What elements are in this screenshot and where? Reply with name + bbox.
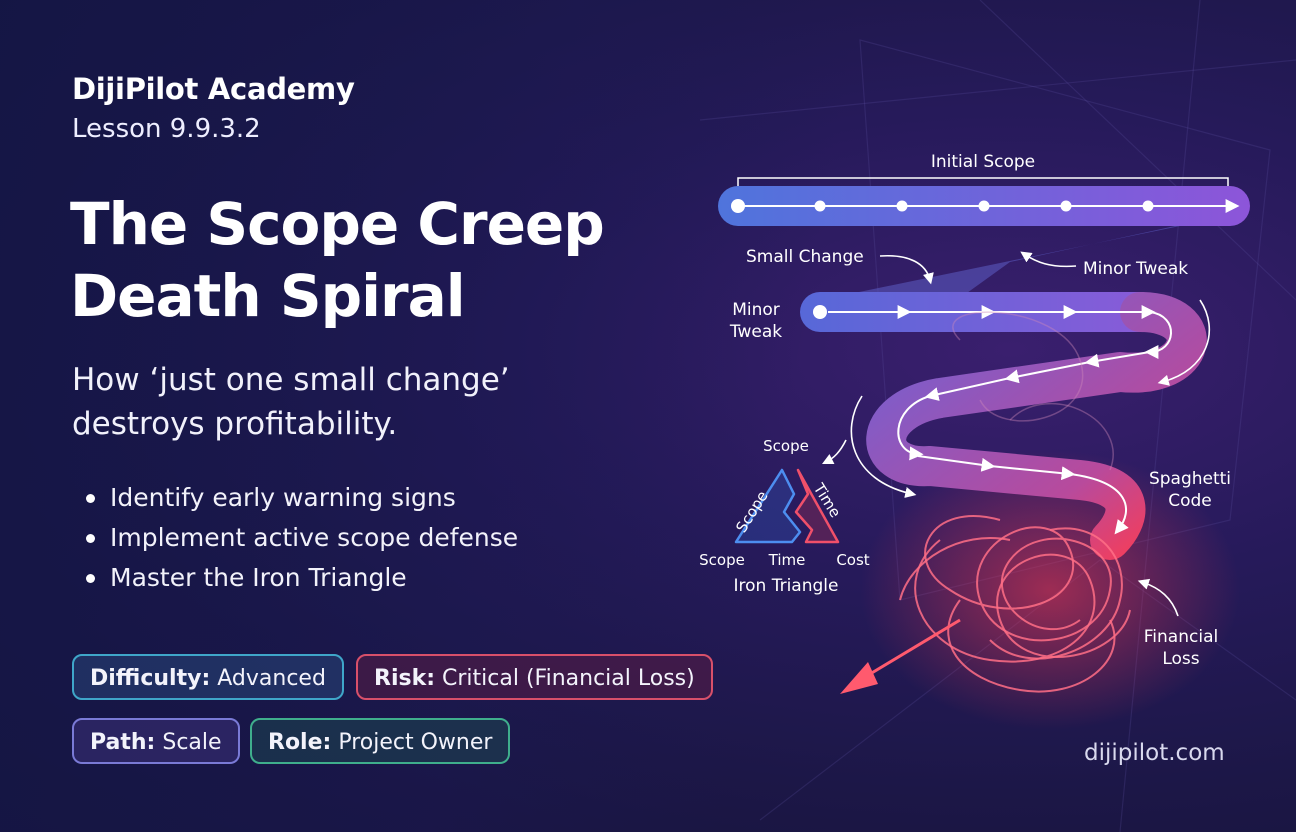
loss-arrowhead	[840, 662, 878, 694]
faint-loops	[952, 311, 1114, 471]
danger-glow	[860, 450, 1240, 730]
objective-item: Master the Iron Triangle	[84, 558, 518, 598]
lesson-number: Lesson 9.9.3.2	[72, 114, 261, 144]
badge-key: Difficulty:	[90, 666, 211, 691]
objective-item: Identify early warning signs	[84, 478, 518, 518]
difficulty-badge: Difficulty: Advanced	[72, 654, 344, 700]
initial-scope-bracket	[737, 177, 1229, 186]
badge-value: Critical (Financial Loss)	[442, 666, 695, 691]
badge-key: Role:	[268, 730, 332, 755]
small-change-label: Small Change	[746, 247, 864, 267]
triangle-bottom-left-label: Scope	[699, 551, 745, 569]
triangle-bottom-mid-label: Time	[768, 551, 806, 569]
initial-scope-label: Initial Scope	[931, 152, 1035, 172]
badge-key: Risk:	[374, 666, 436, 691]
loss-arrow	[859, 618, 961, 682]
triangle-left-half	[734, 468, 802, 544]
page-title: The Scope Creep Death Spiral	[70, 190, 605, 330]
row2-track	[813, 305, 1172, 535]
site-url: dijipilot.com	[1084, 740, 1225, 766]
iron-triangle: Scope Scope Time Scope Time Cost Iron Tr…	[699, 437, 870, 596]
minor-tweak-right-label: Minor Tweak	[1083, 259, 1188, 279]
triangle-top-label: Scope	[763, 437, 809, 455]
badge-value: Project Owner	[338, 730, 493, 755]
minor-tweak-left-label-2: Tweak	[729, 322, 782, 342]
badge-value: Advanced	[217, 666, 326, 691]
role-badge: Role: Project Owner	[250, 718, 511, 764]
risk-badge: Risk: Critical (Financial Loss)	[356, 654, 713, 700]
spaghetti-label-2: Code	[1168, 491, 1212, 511]
objective-item: Implement active scope defense	[84, 518, 518, 558]
triangle-bottom-right-label: Cost	[836, 551, 869, 569]
path-badge: Path: Scale	[72, 718, 240, 764]
row1-track	[731, 199, 1240, 213]
badge-value: Scale	[162, 730, 222, 755]
spaghetti-label-1: Spaghetti	[1149, 469, 1231, 489]
iron-triangle-caption: Iron Triangle	[734, 576, 839, 596]
minor-tweak-left-label-1: Minor	[732, 300, 780, 320]
page-subtitle: How ‘just one small change’ destroys pro…	[72, 362, 510, 442]
financial-loss-label-2: Loss	[1162, 649, 1199, 669]
objectives-list: Identify early warning signs Implement a…	[84, 478, 518, 598]
badge-key: Path:	[90, 730, 156, 755]
triangle-right-half	[794, 468, 840, 544]
annotation-arrows	[821, 251, 1211, 617]
financial-loss-label-1: Financial	[1144, 627, 1218, 647]
brand-name: DijiPilot Academy	[72, 72, 355, 106]
